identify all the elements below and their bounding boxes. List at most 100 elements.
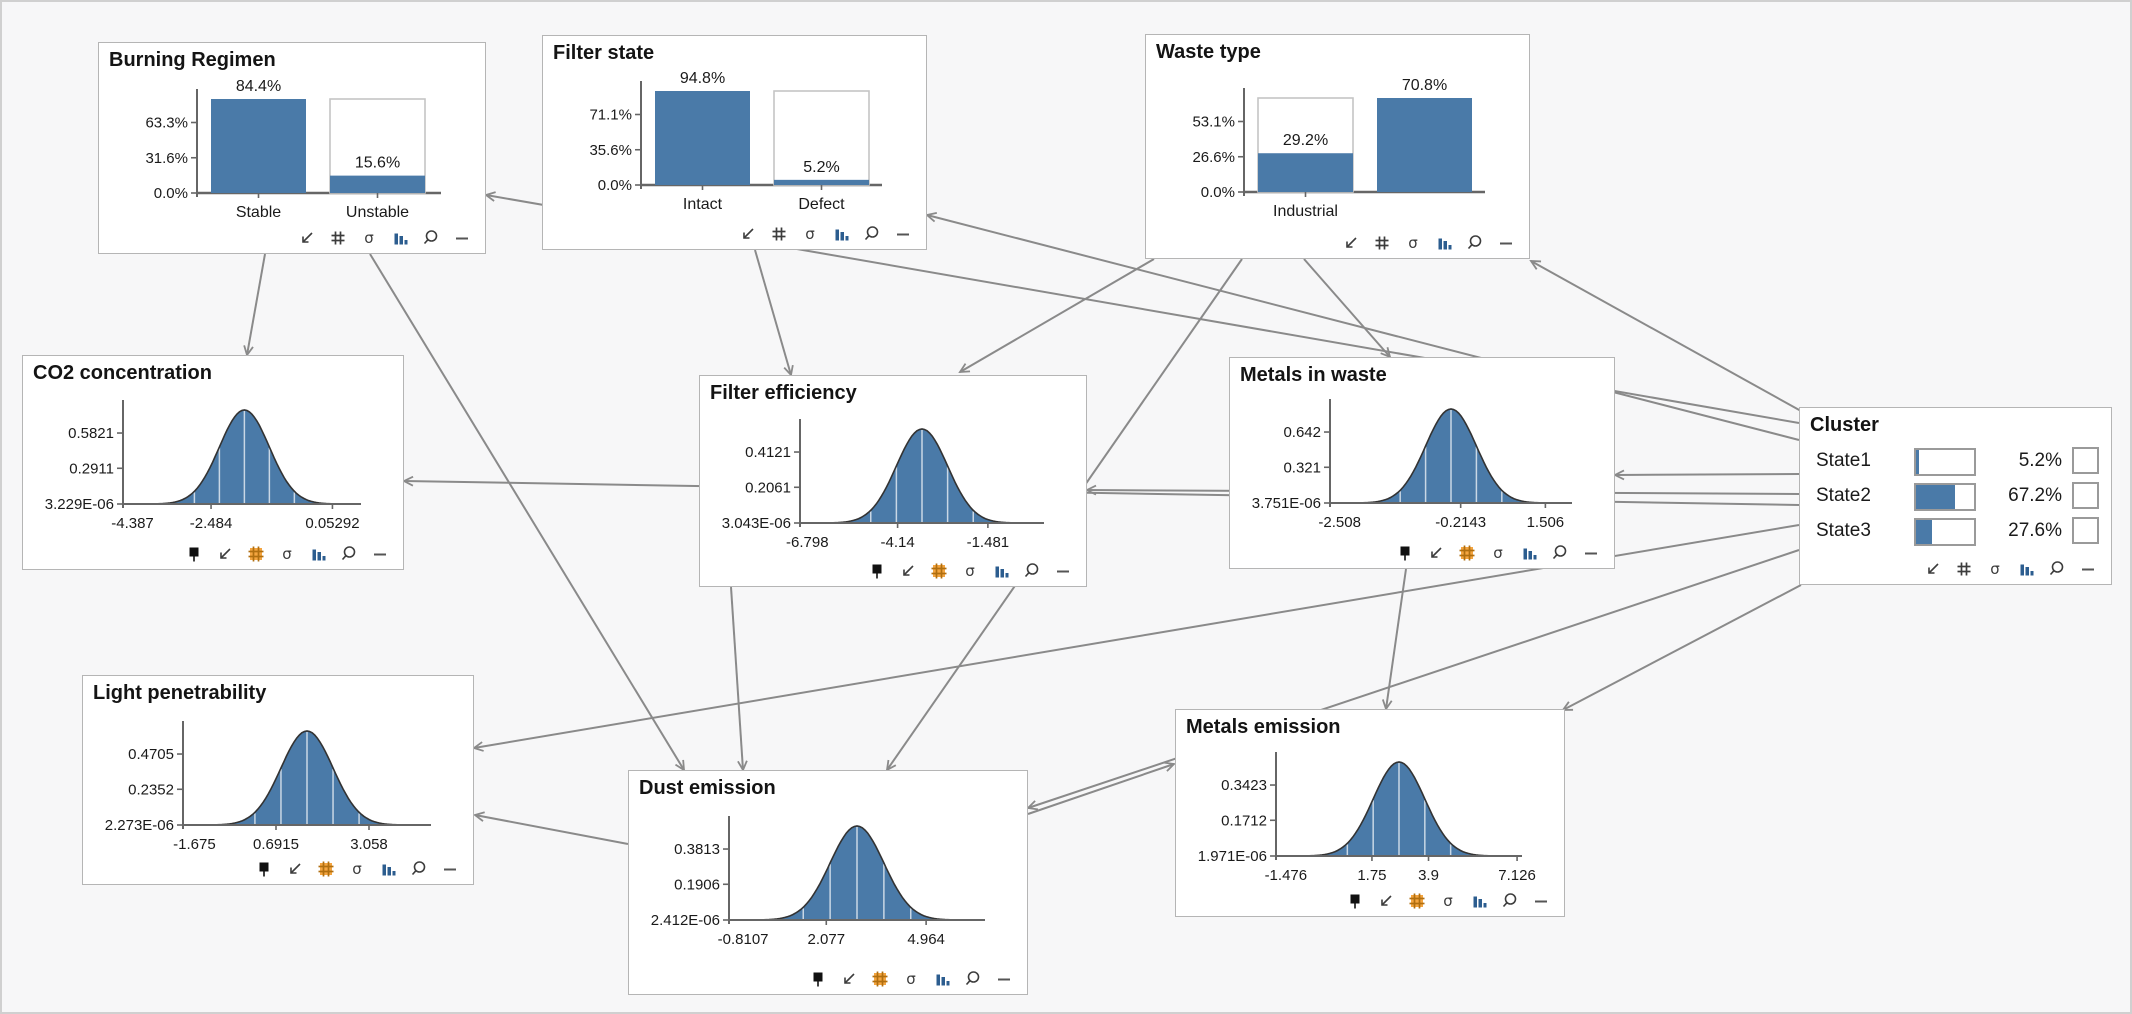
minimize-icon[interactable]	[995, 970, 1013, 988]
collapse-arrow-icon[interactable]	[1427, 544, 1445, 562]
zoom-icon[interactable]	[863, 225, 881, 243]
zoom-icon[interactable]	[422, 229, 440, 247]
collapse-arrow-icon[interactable]	[899, 562, 917, 580]
sigma-icon[interactable]: σ	[902, 970, 920, 988]
evidence-checkbox[interactable]	[2072, 517, 2099, 544]
bar-chart-icon[interactable]	[379, 860, 397, 878]
grid-active-icon[interactable]	[871, 970, 889, 988]
state-bar[interactable]	[655, 91, 750, 185]
sigma-icon[interactable]: σ	[1439, 892, 1457, 910]
zoom-icon[interactable]	[964, 970, 982, 988]
state-bar[interactable]	[774, 179, 869, 185]
state-bar[interactable]	[1258, 153, 1353, 192]
edge-dust-emission-light-penetrability	[473, 811, 629, 845]
pin-icon[interactable]	[809, 970, 827, 988]
zoom-icon[interactable]	[410, 860, 428, 878]
cluster-state-probability: 67.2%	[2008, 485, 2062, 506]
edge-dust-emission-metals-emission	[1027, 761, 1176, 815]
sigma-icon[interactable]: σ	[801, 225, 819, 243]
minimize-icon[interactable]	[1582, 544, 1600, 562]
collapse-arrow-icon[interactable]	[286, 860, 304, 878]
minimize-icon[interactable]	[441, 860, 459, 878]
grid-icon[interactable]	[1373, 234, 1391, 252]
sigma-icon[interactable]: σ	[1489, 544, 1507, 562]
grid-active-icon[interactable]	[317, 860, 335, 878]
zoom-icon[interactable]	[340, 545, 358, 563]
grid-icon[interactable]	[329, 229, 347, 247]
zoom-icon[interactable]	[1466, 234, 1484, 252]
minimize-icon[interactable]	[1532, 892, 1550, 910]
sigma-icon[interactable]: σ	[1986, 560, 2004, 578]
sigma-icon[interactable]: σ	[1404, 234, 1422, 252]
collapse-arrow-icon[interactable]	[840, 970, 858, 988]
state-bar[interactable]	[330, 175, 425, 193]
y-tick-label: 53.1%	[1192, 114, 1235, 131]
minimize-icon[interactable]	[371, 545, 389, 563]
collapse-arrow-icon[interactable]	[1377, 892, 1395, 910]
minimize-icon[interactable]	[894, 225, 912, 243]
zoom-icon[interactable]	[1551, 544, 1569, 562]
grid-active-icon[interactable]	[1458, 544, 1476, 562]
collapse-arrow-icon[interactable]	[298, 229, 316, 247]
grid-active-icon[interactable]	[930, 562, 948, 580]
grid-active-icon[interactable]	[247, 545, 265, 563]
minimize-icon[interactable]	[453, 229, 471, 247]
bar-chart-icon[interactable]	[832, 225, 850, 243]
bar-chart-icon[interactable]	[1520, 544, 1538, 562]
cluster-state-bar[interactable]	[1914, 483, 1976, 511]
cluster-state-bar[interactable]	[1914, 518, 1976, 546]
bar-chart-icon[interactable]	[992, 562, 1010, 580]
pin-icon[interactable]	[1396, 544, 1414, 562]
y-tick-label: 0.0%	[598, 177, 632, 194]
bar-chart-icon[interactable]	[391, 229, 409, 247]
sigma-icon[interactable]: σ	[348, 860, 366, 878]
x-tick-label: -4.14	[880, 534, 914, 551]
collapse-arrow-icon[interactable]	[1342, 234, 1360, 252]
pin-icon[interactable]	[1346, 892, 1364, 910]
minimize-icon[interactable]	[1497, 234, 1515, 252]
edge-burning-regimen-co2-concentration	[243, 253, 266, 357]
sigma-icon[interactable]: σ	[278, 545, 296, 563]
grid-active-icon[interactable]	[1408, 892, 1426, 910]
collapse-arrow-icon[interactable]	[1924, 560, 1942, 578]
bar-chart-icon[interactable]	[309, 545, 327, 563]
bar-chart-icon[interactable]	[2017, 560, 2035, 578]
pin-icon[interactable]	[255, 860, 273, 878]
pin-icon[interactable]	[868, 562, 886, 580]
state-label: Intact	[683, 196, 723, 213]
grid-icon[interactable]	[770, 225, 788, 243]
cluster-state-bar[interactable]	[1914, 448, 1976, 476]
zoom-icon[interactable]	[1501, 892, 1519, 910]
zoom-icon[interactable]	[2048, 560, 2066, 578]
grid-icon[interactable]	[1955, 560, 1973, 578]
bar-chart-icon[interactable]	[1435, 234, 1453, 252]
minimize-icon[interactable]	[2079, 560, 2097, 578]
bar-chart-icon[interactable]	[1470, 892, 1488, 910]
state-bar[interactable]	[211, 99, 306, 193]
sigma-icon[interactable]: σ	[961, 562, 979, 580]
collapse-arrow-icon[interactable]	[216, 545, 234, 563]
bar-chart-icon[interactable]	[933, 970, 951, 988]
state-bar[interactable]	[1377, 98, 1472, 192]
node-toolbar: σ	[1924, 560, 2097, 578]
y-tick-label: 71.1%	[589, 107, 632, 124]
minimize-icon[interactable]	[1054, 562, 1072, 580]
zoom-icon[interactable]	[1023, 562, 1041, 580]
evidence-checkbox[interactable]	[2072, 447, 2099, 474]
evidence-checkbox[interactable]	[2072, 482, 2099, 509]
sigma-icon[interactable]: σ	[360, 229, 378, 247]
collapse-arrow-icon[interactable]	[739, 225, 757, 243]
pin-icon[interactable]	[185, 545, 203, 563]
